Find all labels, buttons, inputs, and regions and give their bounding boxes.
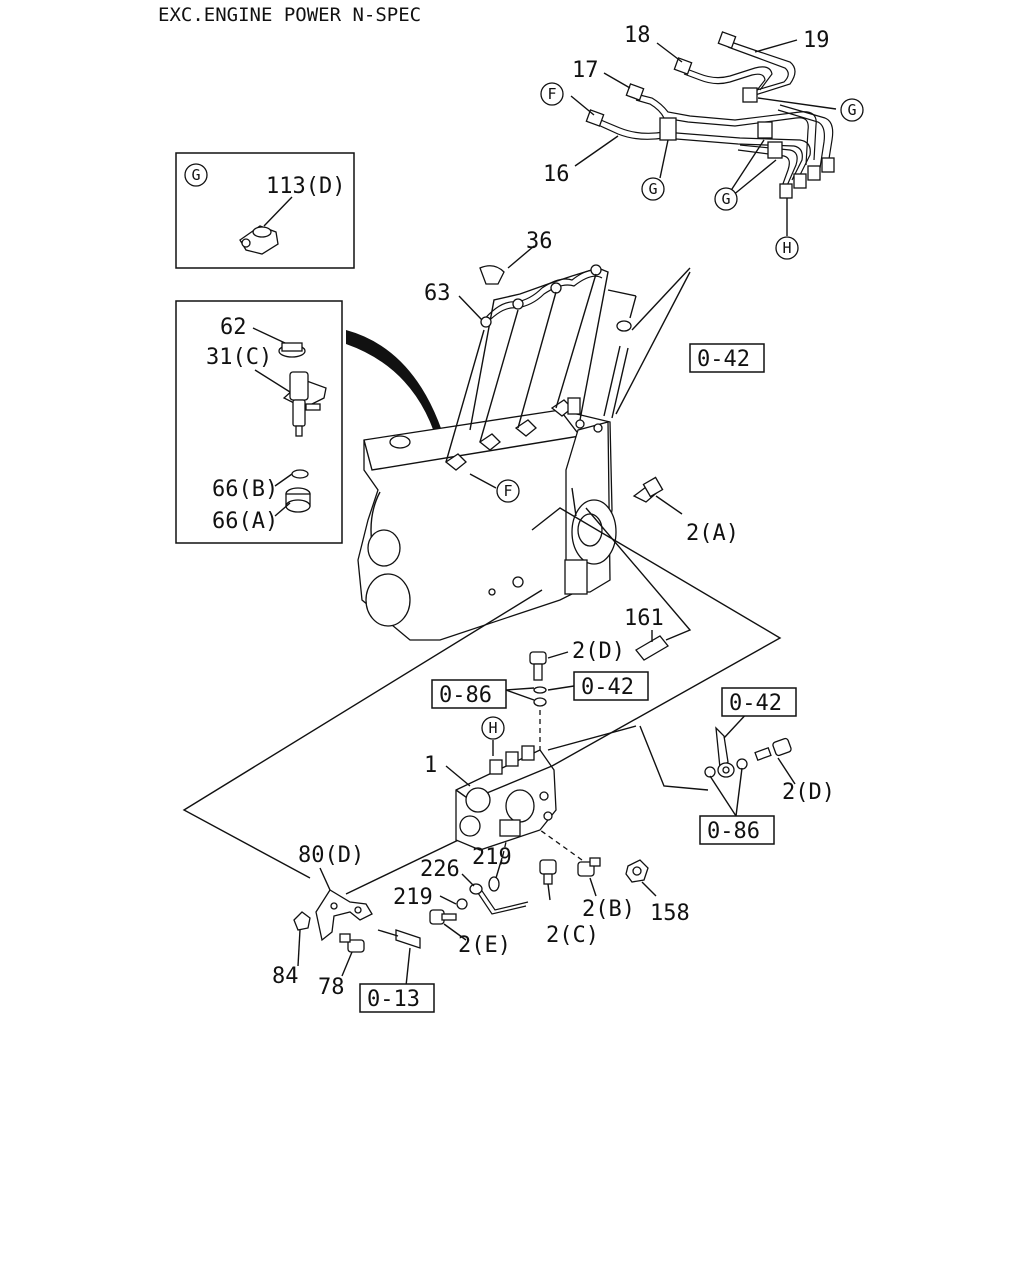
label-226: 226	[420, 857, 460, 882]
inset-nozzle	[175, 300, 343, 544]
ref-086-mid: 0-86	[439, 683, 492, 708]
callouts: F G G G H G F H	[184, 82, 864, 740]
ref-086-right: 0-86	[707, 819, 760, 844]
label-66a: 66(A)	[212, 509, 278, 534]
label-219-top: 219	[472, 845, 512, 870]
ref-042-top: 0-42	[697, 347, 750, 372]
label-31c: 31(C)	[206, 345, 272, 370]
bottom-parts	[293, 709, 796, 987]
ref-013: 0-13	[367, 987, 420, 1012]
callout-g-low: G	[721, 190, 730, 208]
label-2b: 2(B)	[582, 897, 635, 922]
label-2e: 2(E)	[458, 933, 511, 958]
callout-g-mid: G	[648, 180, 657, 198]
label-158: 158	[650, 901, 690, 926]
label-62: 62	[220, 315, 247, 340]
label-36: 36	[526, 229, 553, 254]
injection-pipes	[585, 31, 835, 199]
pipe-leaders	[570, 39, 837, 236]
callout-g-box: G	[191, 166, 200, 184]
label-84: 84	[272, 964, 299, 989]
ref-042-right: 0-42	[729, 691, 782, 716]
label-161: 161	[624, 606, 664, 631]
ref-boxes: 0-42 0-86 0-42 0-42 0-86 0-13	[359, 343, 797, 1013]
callout-f-engine: F	[503, 482, 512, 500]
ref-042-mid: 0-42	[581, 675, 634, 700]
label-66b: 66(B)	[212, 477, 278, 502]
diagram-title: EXC.ENGINE POWER N-SPEC	[158, 4, 421, 26]
label-2d-right: 2(D)	[782, 780, 835, 805]
assembly-lines	[182, 245, 782, 895]
callout-h-top: H	[782, 239, 791, 257]
label-63: 63	[424, 281, 451, 306]
label-19: 19	[803, 28, 830, 53]
label-2a: 2(A)	[686, 521, 739, 546]
callout-h-pump: H	[488, 719, 497, 737]
engine-block	[357, 264, 637, 641]
label-18: 18	[624, 23, 651, 48]
label-80d: 80(D)	[298, 843, 364, 868]
label-78: 78	[318, 975, 345, 1000]
label-113d: 113(D)	[266, 174, 345, 199]
label-219-left: 219	[393, 885, 433, 910]
callout-f-top: F	[547, 85, 556, 103]
label-1: 1	[424, 753, 437, 778]
label-2d-top: 2(D)	[572, 639, 625, 664]
callout-g-right: G	[847, 101, 856, 119]
part-labels: 18 19 17 16 36 63 62 31(C) 66(B) 66(A) 1…	[206, 23, 835, 1000]
injection-pump	[445, 740, 557, 851]
label-17: 17	[572, 58, 599, 83]
label-2c: 2(C)	[546, 923, 599, 948]
label-16: 16	[543, 162, 570, 187]
